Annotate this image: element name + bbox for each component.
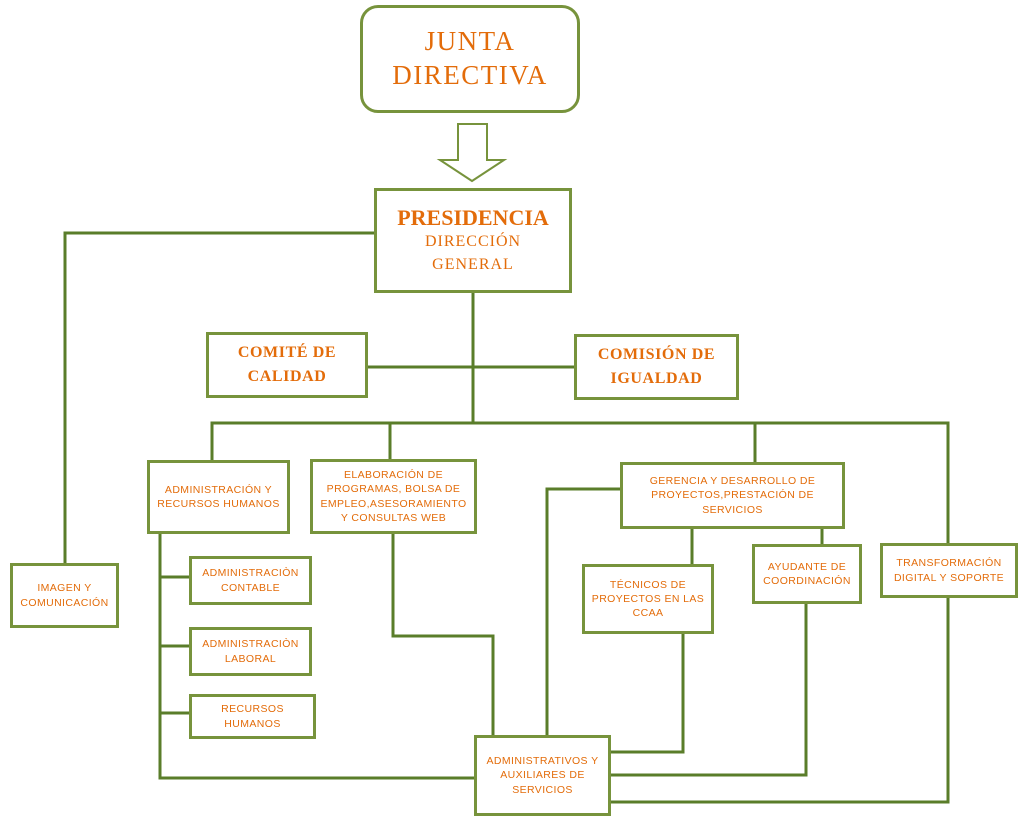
ayudante-line1: AYUDANTE DE [767, 560, 847, 573]
connector-tecnicos [608, 631, 685, 754]
gerencia-line3: SERVICIOS [702, 503, 763, 516]
administrativos-line2: AUXILIARES DE [500, 769, 585, 782]
admin-contable-box: ADMINISTRACIÒN CONTABLE [189, 556, 312, 605]
elaboracion-line4: Y CONSULTAS WEB [340, 511, 447, 524]
imagen-comunicacion-box: IMAGEN Y COMUNICACIÓN [10, 563, 119, 628]
presidencia-sub2: GENERAL [432, 255, 514, 273]
tecnicos-line1: TÉCNICOS DE [609, 578, 687, 591]
admin-contable-line2: CONTABLE [220, 581, 281, 594]
comision-line2: IGUALDAD [610, 370, 703, 387]
comite-line2: CALIDAD [247, 368, 327, 385]
tecnicos-box: TÉCNICOS DE PROYECTOS EN LAS CCAA [582, 564, 714, 634]
connector-admin-left [158, 531, 476, 780]
recursos-humanos-box: RECURSOS HUMANOS [189, 694, 316, 739]
admin-laboral-box: ADMINISTRACIÒN LABORAL [189, 627, 312, 676]
comite-line1: COMITÉ DE [237, 344, 337, 361]
gerencia-line1: GERENCIA Y DESARROLLO DE [649, 475, 816, 488]
connector-gerencia-left [545, 487, 622, 738]
transformacion-line2: DIGITAL Y SOPORTE [893, 571, 1005, 584]
comision-line1: COMISIÓN DE [597, 346, 716, 363]
recursos-humanos-line2: HUMANOS [224, 717, 281, 730]
presidencia-box: PRESIDENCIA DIRECCIÓN GENERAL [374, 188, 572, 293]
admin-rrhh-box: ADMINISTRACIÓN Y RECURSOS HUMANOS [147, 460, 290, 534]
elaboracion-line1: ELABORACIÓN DE [344, 469, 443, 482]
elaboracion-line2: PROGRAMAS, BOLSA DE [326, 483, 461, 496]
connector-ayudante [608, 602, 808, 777]
administrativos-line1: ADMINISTRATIVOS Y [486, 755, 599, 768]
imagen-line2: COMUNICACIÓN [20, 596, 109, 609]
recursos-humanos-line1: RECURSOS [221, 703, 284, 716]
admin-laboral-line2: LABORAL [224, 652, 277, 665]
admin-contable-line1: ADMINISTRACIÒN [202, 567, 299, 580]
presidencia-sub1: DIRECCIÓN [424, 232, 522, 250]
connector-elaboracion [391, 531, 495, 738]
ayudante-line2: COORDINACIÓN [763, 575, 851, 587]
comision-igualdad-box: COMISIÓN DE IGUALDAD [574, 334, 739, 400]
tecnicos-line2: PROYECTOS EN LAS [591, 592, 705, 605]
ayudante-box: AYUDANTE DE COORDINACIÓN [752, 544, 862, 604]
elaboracion-box: ELABORACIÓN DE PROGRAMAS, BOLSA DE EMPLE… [310, 459, 477, 534]
gerencia-line2: PROYECTOS,PRESTACIÓN DE [651, 489, 814, 502]
connector-top-bus [210, 421, 950, 546]
connector-presidencia-imagen [63, 231, 377, 566]
elaboracion-line3: EMPLEO,ASESORAMIENTO [320, 497, 467, 510]
gerencia-box: GERENCIA Y DESARROLLO DE PROYECTOS,PREST… [620, 462, 845, 529]
transformacion-line1: TRANSFORMACIÓN [896, 557, 1002, 570]
admin-rrhh-line1: ADMINISTRACIÓN Y [164, 483, 273, 496]
administrativos-line3: SERVICIOS [512, 783, 573, 796]
connector-transformacion [608, 595, 950, 804]
transformacion-box: TRANSFORMACIÓN DIGITAL Y SOPORTE [880, 543, 1018, 598]
down-arrow-icon [436, 123, 508, 183]
admin-rrhh-line2: RECURSOS HUMANOS [157, 498, 280, 510]
administrativos-box: ADMINISTRATIVOS Y AUXILIARES DE SERVICIO… [474, 735, 611, 816]
presidencia-title: PRESIDENCIA [397, 204, 549, 230]
junta-directiva-box: JUNTA DIRECTIVA [360, 5, 580, 113]
junta-line2: DIRECTIVA [392, 60, 548, 90]
junta-line1: JUNTA [424, 26, 516, 57]
comite-calidad-box: COMITÉ DE CALIDAD [206, 332, 368, 398]
imagen-line1: IMAGEN Y [37, 582, 92, 595]
tecnicos-line3: CCAA [632, 607, 664, 620]
admin-laboral-line1: ADMINISTRACIÒN [202, 638, 299, 651]
